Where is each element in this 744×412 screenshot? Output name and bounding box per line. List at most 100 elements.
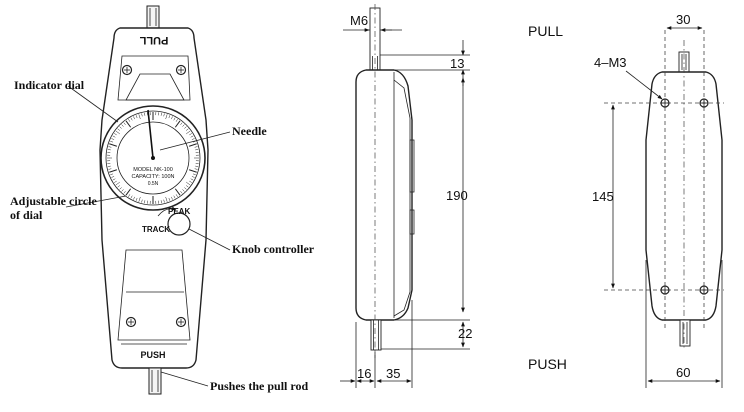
- dial-tick: [175, 194, 178, 197]
- dial-tick: [165, 196, 168, 202]
- dial-tick: [160, 112, 162, 116]
- dial-tick: [182, 189, 185, 192]
- dial-tick: [195, 149, 199, 151]
- dial-unit: 0.5N: [148, 181, 159, 187]
- dial-tick: [165, 114, 168, 120]
- dial-tick: [171, 116, 173, 120]
- callout-adjustable-circle-line1: Adjustable circle: [10, 194, 97, 208]
- dial-tick: [111, 176, 115, 178]
- dial-tick: [107, 165, 111, 167]
- dial-tick: [109, 169, 118, 173]
- dial-tick: [114, 180, 117, 183]
- pull-label-back: PULL: [528, 23, 563, 39]
- dial-tick: [188, 169, 197, 173]
- dial-tick: [115, 130, 120, 135]
- dial-tick: [128, 119, 131, 122]
- dim-bottom-rod: 22: [458, 326, 472, 341]
- dial-tick: [125, 188, 132, 196]
- dim-width: 60: [676, 365, 690, 380]
- dim-top-rod: 13: [450, 56, 464, 71]
- dial-tick: [194, 168, 198, 170]
- side-view: M6 13 190 22 16 35: [340, 4, 472, 388]
- dial-tick: [180, 190, 183, 194]
- dial-tick: [112, 178, 116, 181]
- dim-body-height: 190: [446, 188, 468, 203]
- dial-model-line1: MODEL NK-100: [133, 167, 173, 173]
- callout-pushes-pull-rod: Pushes the pull rod: [210, 379, 308, 393]
- dial-tick: [185, 128, 189, 131]
- dial-model-line2: CAPACITY: 100N: [132, 174, 175, 180]
- callout-indicator-dial: Indicator dial: [14, 78, 85, 92]
- dial-tick: [110, 173, 114, 176]
- dial-tick: [194, 146, 198, 148]
- dial-tick: [130, 117, 133, 121]
- dial-tick: [188, 143, 197, 147]
- dim-hole-spacing-x: 30: [676, 12, 690, 27]
- bottom-rod: [148, 367, 162, 395]
- dial-tick: [119, 187, 122, 190]
- dial-tick: [115, 181, 120, 186]
- dial-tick: [107, 149, 111, 151]
- dial-tick: [110, 140, 114, 143]
- dim-depth-a: 16: [357, 366, 371, 381]
- dial-tick: [160, 200, 162, 204]
- dial-tick: [112, 135, 116, 138]
- dial-tick: [117, 185, 121, 188]
- dial-tick: [141, 199, 143, 203]
- callout-knob-controller: Knob controller: [232, 242, 315, 256]
- dial-tick: [174, 120, 181, 128]
- dial-tick: [175, 119, 178, 122]
- dial-tick: [144, 200, 146, 204]
- dial-tick: [114, 133, 117, 136]
- dial-tick: [163, 199, 165, 203]
- dial-tick: [192, 173, 196, 176]
- callouts: Indicator dial Needle Adjustable circle …: [10, 78, 315, 393]
- dial-tick: [163, 113, 165, 117]
- mount-hole-icon: [660, 285, 670, 295]
- dial-tick: [180, 122, 183, 126]
- back-view: PULL PUSH 30 4–M3 145 60: [528, 12, 724, 388]
- dial-tick: [130, 195, 133, 199]
- peak-label: PEAK: [168, 207, 190, 216]
- dial-tick: [174, 188, 181, 196]
- dial-tick: [191, 176, 195, 178]
- screw-icon: [125, 316, 137, 328]
- dial-tick: [186, 130, 191, 135]
- dial-tick: [185, 185, 189, 188]
- dial-tick: [144, 112, 146, 116]
- dim-depth-b: 35: [386, 366, 400, 381]
- dial-tick: [141, 113, 143, 117]
- mount-hole-icon: [699, 285, 709, 295]
- top-rod: [146, 5, 160, 29]
- mount-hole-icon: [699, 98, 709, 108]
- callout-needle: Needle: [232, 124, 267, 138]
- dial-tick: [121, 124, 124, 127]
- needle: [147, 109, 154, 159]
- knob: [167, 212, 191, 236]
- dial-tick: [173, 195, 176, 199]
- callout-adjustable-circle-line2: of dial: [10, 208, 43, 222]
- dial-tick: [190, 135, 194, 138]
- dial-tick: [135, 197, 138, 201]
- dial-tick: [168, 197, 171, 201]
- dial-tick: [109, 143, 118, 147]
- dial-tick: [171, 196, 173, 200]
- dial-scale: [107, 112, 199, 204]
- screw-icon: [175, 316, 187, 328]
- dial-tick: [186, 181, 191, 186]
- dial-tick: [133, 116, 135, 120]
- dial-tick: [182, 124, 185, 127]
- dial-tick: [173, 117, 176, 121]
- dial-tick: [121, 189, 124, 192]
- push-label-front: PUSH: [140, 350, 165, 360]
- dim-hole-spacing-y: 145: [592, 189, 614, 204]
- dial-tick: [189, 133, 192, 136]
- front-view: PULL MODEL NK-100 CAPACITY: 100N 0.5N PE…: [99, 5, 209, 395]
- screw-icon: [121, 64, 133, 76]
- dial-tick: [123, 190, 126, 194]
- dial-tick: [117, 128, 121, 131]
- side-body: [355, 69, 413, 321]
- push-label-back: PUSH: [528, 356, 567, 372]
- pull-label-front: PULL: [139, 34, 168, 46]
